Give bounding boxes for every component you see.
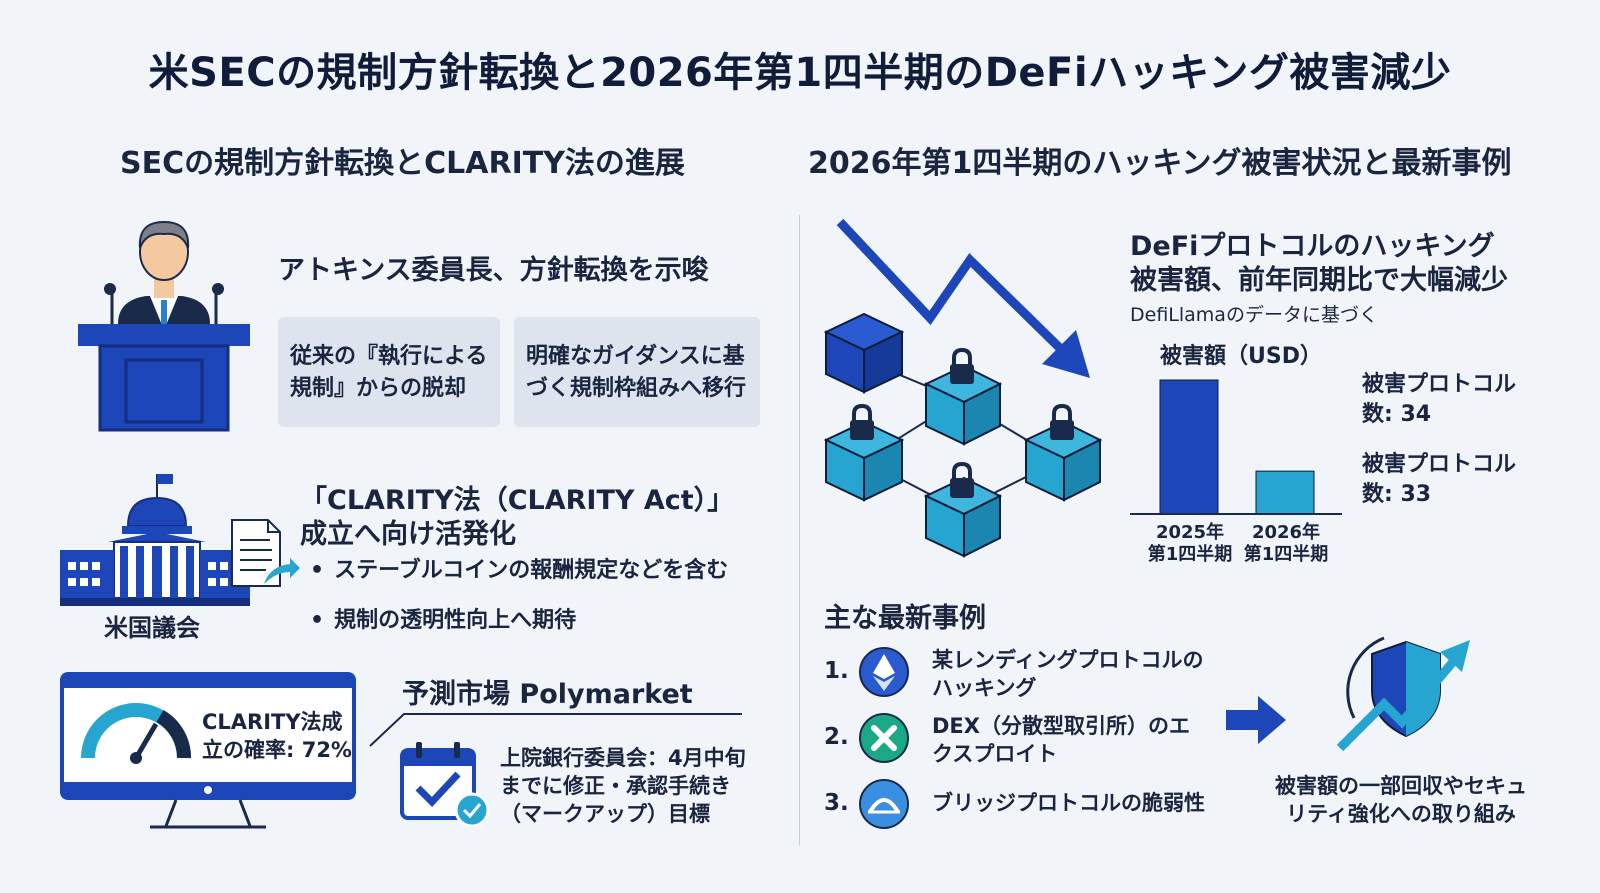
example-3-text: ブリッジプロトコルの脆弱性 [932, 791, 1205, 815]
bridge-icon [859, 779, 909, 829]
recovery-text: 被害額の一部回収やセキュリティ強化への取り組み [1275, 774, 1527, 826]
data-source-note: DefiLlamaのデータに基づく [1130, 304, 1378, 326]
hack-heading-line1: DeFiプロトコルのハッキング [1130, 231, 1495, 262]
example-3-number: 3. [824, 790, 849, 816]
ethereum-icon [859, 647, 909, 697]
card-enforcement: 従来の『執行による規制』からの脱却 [278, 317, 500, 427]
congress-label: 米国議会 [104, 614, 200, 642]
section-divider [799, 215, 800, 845]
polymarket-heading: 予測市場 Polymarket [402, 679, 693, 710]
chair-heading: アトキンス委員長、方針転換を示唆 [278, 255, 709, 286]
monitor-text-line2: 立の確率: 72% [202, 738, 352, 762]
bullet-transparency: 規制の透明性向上へ期待 [310, 606, 576, 636]
x-tick-2025: 2025年第1四半期 [1147, 522, 1233, 565]
chart-y-label: 被害額（USD） [1160, 344, 1322, 369]
hack-loss-bar-chart [1130, 379, 1342, 515]
bullet-stablecoin: ステーブルコインの報酬規定などを含む [310, 556, 728, 586]
cube-mid-right [1023, 420, 1103, 502]
example-2-number: 2. [824, 724, 849, 750]
speaker-podium-icon [78, 220, 250, 432]
dex-swap-icon [859, 713, 909, 763]
annotation-2026-protocols: 被害プロトコル数: 33 [1362, 452, 1517, 507]
right-section-heading: 2026年第1四半期のハッキング被害状況と最新事例 [808, 146, 1512, 181]
calendar-check-icon [400, 742, 490, 828]
clarity-heading-line1: 「CLARITY法（CLARITY Act）」 [300, 485, 735, 516]
monitor-text-line1: CLARITY法成 [202, 710, 343, 734]
security-shield-icon [1336, 636, 1470, 752]
example-1-number: 1. [824, 658, 849, 684]
page-title: 米SECの規制方針転換と2026年第1四半期のDeFiハッキング被害減少 [148, 50, 1452, 96]
right-arrow-icon [1226, 696, 1286, 744]
senate-committee-text: 上院銀行委員会：4月中旬までに修正・承認手続き（マークアップ）目標 [500, 746, 746, 826]
cube-top-left [823, 312, 905, 394]
polymarket-underline [369, 713, 742, 747]
example-1-text: 某レンディングプロトコルのハッキング [932, 648, 1204, 700]
clarity-heading-line2: 成立へ向け活発化 [300, 519, 516, 550]
card-guidance: 明確なガイダンスに基づく規制枠組みへ移行 [514, 317, 760, 427]
annotation-2025-protocols: 被害プロトコル数: 34 [1362, 372, 1517, 427]
blockchain-cubes-icon [823, 312, 1103, 558]
bill-document-icon [231, 519, 300, 587]
left-section-heading: SECの規制方針転換とCLARITY法の進展 [120, 146, 685, 181]
bar-2026-q1 [1255, 470, 1315, 515]
decline-arrow-icon [836, 218, 1090, 378]
monitor-gauge-icon [60, 672, 356, 829]
example-2-text: DEX（分散型取引所）のエクスプロイト [932, 714, 1190, 766]
examples-heading: 主な最新事例 [824, 603, 986, 634]
hack-heading-line2: 被害額、前年同期比で大幅減少 [1130, 265, 1508, 296]
x-tick-2026: 2026年第1四半期 [1243, 522, 1329, 565]
cube-bottom [923, 476, 1003, 558]
capitol-building-icon [60, 474, 250, 606]
bar-2025-q1 [1159, 379, 1219, 515]
